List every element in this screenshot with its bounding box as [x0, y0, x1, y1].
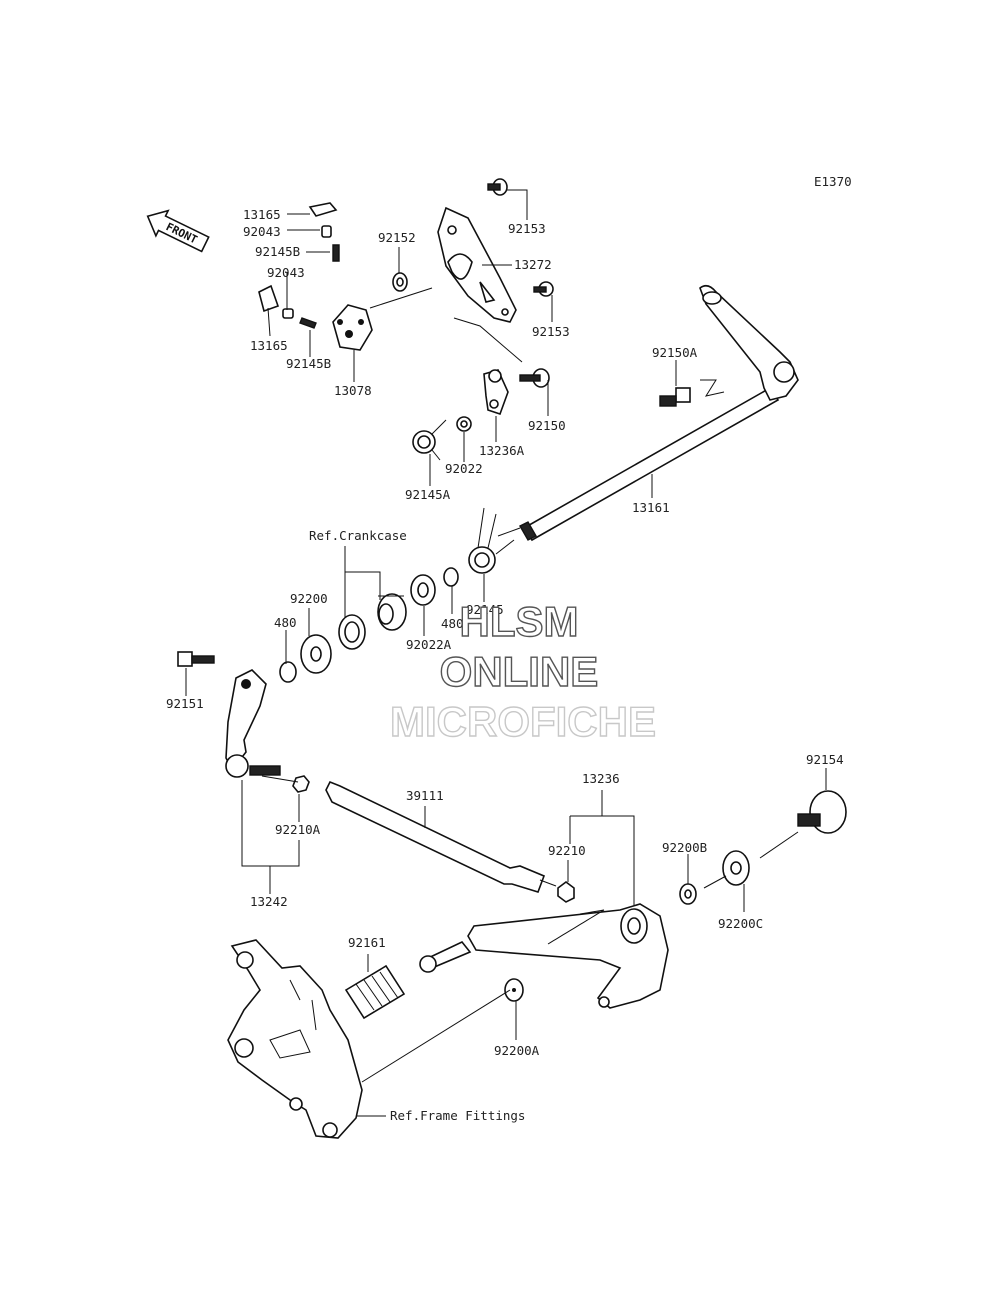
plate-13272	[437, 206, 517, 323]
callout-labels: 13165 92043 92145B 92043 13165 92145B 13…	[166, 207, 844, 1123]
shift-shaft-13161	[519, 284, 799, 542]
washer-92200	[300, 634, 332, 674]
washer-92152	[392, 272, 408, 292]
callout-92022: 92022	[445, 461, 483, 476]
part-13165-top	[308, 202, 338, 217]
callout-13236: 13236	[582, 771, 620, 786]
ref-crankcase-label: Ref.Crankcase	[309, 528, 407, 543]
guide-line-13272	[453, 317, 523, 363]
callout-92145: 92145	[466, 602, 504, 617]
shift-arm-13242	[225, 669, 281, 778]
callout-13078: 13078	[334, 383, 372, 398]
oil-seal	[338, 614, 366, 650]
ref-frame-fittings-label: Ref.Frame Fittings	[390, 1108, 525, 1123]
part-13236A-arm	[483, 369, 509, 416]
washer-92200A	[504, 978, 524, 1002]
watermark-line-3: MICROFICHE	[390, 698, 656, 745]
callout-13165-top: 13165	[243, 207, 281, 222]
callout-92145A: 92145A	[405, 487, 451, 502]
shift-pedal-13236	[419, 903, 669, 1009]
circlip-480-right	[443, 567, 459, 587]
callout-13272: 13272	[514, 257, 552, 272]
bearing	[377, 593, 407, 631]
footrest-bracket	[227, 939, 363, 1139]
callout-92043-top: 92043	[243, 224, 281, 239]
nut-92210	[557, 881, 575, 903]
circlip-480-left	[279, 661, 297, 683]
callout-92022A: 92022A	[406, 637, 452, 652]
bolt-92153-right	[533, 281, 554, 297]
pedal-rubber-92161	[344, 964, 406, 1020]
washer-92022A	[410, 574, 436, 606]
callout-92152: 92152	[378, 230, 416, 245]
nut-92210A	[292, 775, 310, 793]
washer-92200C	[722, 850, 750, 886]
leader-lines	[185, 189, 827, 1117]
spring-92145	[468, 507, 515, 574]
callout-480-right: 480	[441, 616, 464, 631]
callout-92043-left: 92043	[267, 265, 305, 280]
diagram-code: E1370	[814, 174, 852, 189]
callout-92151: 92151	[166, 696, 204, 711]
front-arrow-icon: FRONT	[146, 209, 210, 253]
washer-92200B	[679, 883, 697, 905]
part-92043-left	[282, 308, 294, 319]
callout-92153-top: 92153	[508, 221, 546, 236]
callout-13236A: 13236A	[479, 443, 525, 458]
callout-13242: 13242	[250, 894, 288, 909]
callout-92210: 92210	[548, 843, 586, 858]
callout-92200A: 92200A	[494, 1043, 540, 1058]
callout-92210A: 92210A	[275, 822, 321, 837]
callout-92200: 92200	[290, 591, 328, 606]
tie-rod-39111	[325, 780, 546, 893]
callout-92145B-top: 92145B	[255, 244, 300, 259]
bolt-92153-top	[487, 178, 508, 196]
part-13078-cam-plate	[332, 287, 433, 351]
callout-92200C: 92200C	[718, 916, 763, 931]
callout-39111: 39111	[406, 788, 444, 803]
watermark-line-1: HLSM	[460, 598, 579, 645]
callout-92150A: 92150A	[652, 345, 698, 360]
callout-480-left: 480	[274, 615, 297, 630]
bolt-92154	[797, 790, 847, 834]
part-13165-left	[258, 284, 280, 313]
bolt-92150	[519, 368, 550, 388]
part-92043-top	[321, 225, 332, 238]
bolt-92151	[177, 651, 215, 667]
watermark: HLSM ONLINE MICROFICHE	[389, 597, 656, 745]
watermark-line-2: ONLINE	[440, 648, 599, 695]
callout-92150: 92150	[528, 418, 566, 433]
callout-92154: 92154	[806, 752, 844, 767]
spring-92145A	[412, 419, 447, 461]
callout-13165-left: 13165	[250, 338, 288, 353]
callout-92145B-left: 92145B	[286, 356, 331, 371]
spring-92145B-left	[299, 317, 317, 329]
bolt-92150A	[659, 379, 725, 407]
callout-13161: 13161	[632, 500, 670, 515]
callout-92153-right: 92153	[532, 324, 570, 339]
spring-92145B-top	[332, 244, 340, 262]
washer-92022	[456, 416, 472, 432]
callout-92161: 92161	[348, 935, 386, 950]
callout-92200B: 92200B	[662, 840, 707, 855]
